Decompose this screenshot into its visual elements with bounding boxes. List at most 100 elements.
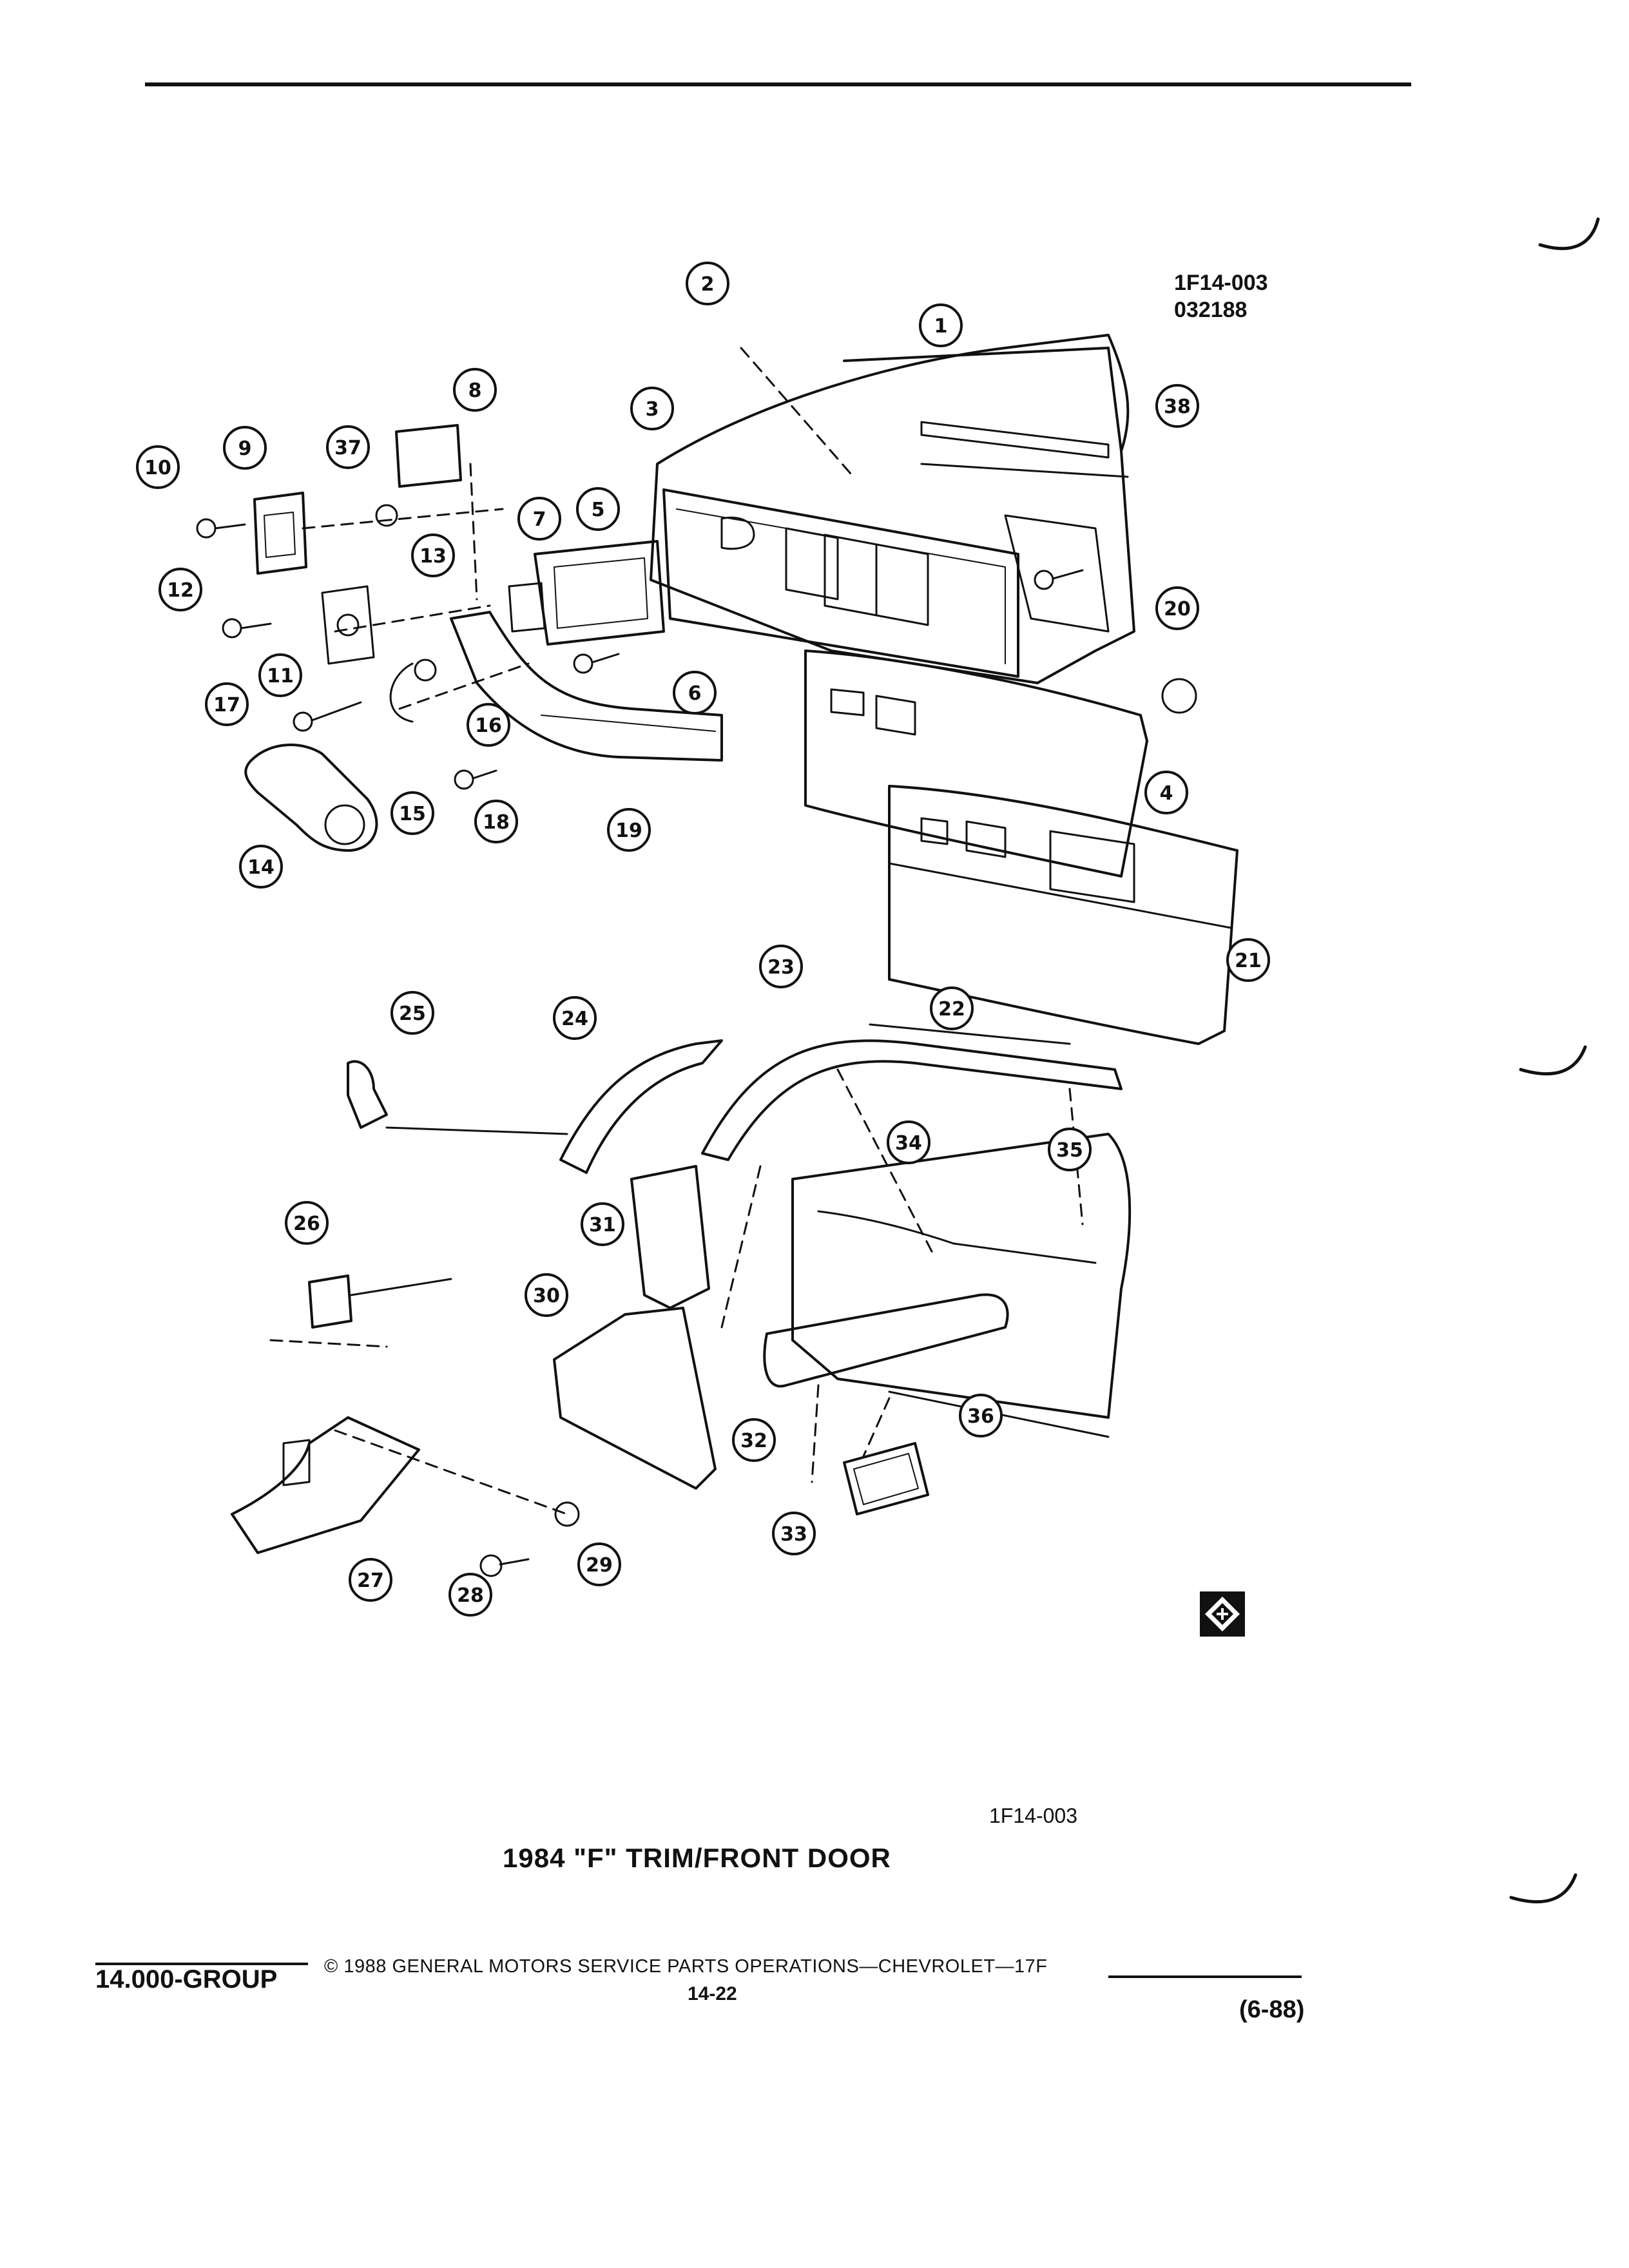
svg-text:13: 13 [419,545,447,568]
callout-15: 15 [390,791,434,835]
page-curl-marks-icon [1509,217,1600,1903]
svg-text:33: 33 [780,1523,807,1546]
callout-28: 28 [448,1573,492,1617]
callout-4: 4 [1144,771,1188,814]
trim-panel-4 [804,649,1148,878]
callout-25: 25 [390,991,434,1035]
door-frame-lower [791,1133,1132,1419]
svg-text:36: 36 [967,1405,994,1428]
footer-copyright: © 1988 GENERAL MOTORS SERVICE PARTS OPER… [324,1956,1048,1977]
callout-14: 14 [239,845,283,889]
svg-text:9: 9 [238,437,252,460]
svg-text:15: 15 [399,803,426,825]
svg-text:5: 5 [592,499,605,521]
callout-16: 16 [467,703,510,747]
figure-caption-id: 1F14-003 [989,1804,1077,1827]
escutcheon [321,585,375,665]
callout-36: 36 [959,1394,1003,1437]
svg-text:6: 6 [688,682,702,705]
svg-text:14: 14 [247,856,275,879]
callout-33: 33 [772,1512,816,1555]
power-window-switch [508,582,546,633]
coat-hook-bracket [347,1060,388,1129]
svg-text:32: 32 [740,1430,767,1452]
pillar-trim-31 [630,1165,710,1309]
callout-8: 8 [453,368,497,412]
svg-text:27: 27 [357,1570,384,1592]
figure-date-code: 032188 [1174,298,1248,322]
weatherstrip [920,421,1110,459]
callout-17: 17 [205,682,249,726]
svg-text:4: 4 [1160,782,1173,805]
svg-text:34: 34 [895,1132,922,1155]
callout-34: 34 [887,1120,930,1164]
door-belt-line [920,463,1129,478]
svg-text:26: 26 [293,1213,320,1235]
callout-31: 31 [581,1202,624,1246]
switch-bezel [253,492,307,575]
svg-text:37: 37 [334,437,361,459]
callout-10: 10 [136,445,180,489]
svg-text:17: 17 [213,694,240,716]
callout-29: 29 [577,1542,621,1586]
svg-text:8: 8 [468,380,482,402]
gasket [395,424,462,488]
svg-text:11: 11 [267,665,294,687]
gm-spo-diamond-logo-icon [1200,1591,1245,1637]
footer-rule-left [95,1963,308,1965]
callout-9: 9 [223,426,267,470]
callout-21: 21 [1226,938,1270,982]
callout-19: 19 [607,808,651,852]
footer-group-label: 14.000-GROUP [95,1965,278,1994]
callout-30: 30 [525,1273,568,1317]
callout-38: 38 [1155,384,1199,428]
door-window-sash [843,347,1123,452]
door-inner-panel [662,488,1019,678]
svg-text:31: 31 [589,1214,616,1236]
svg-text:7: 7 [533,508,546,531]
footer-revision-date: (6-88) [1239,1996,1305,2023]
svg-text:16: 16 [475,715,502,737]
callout-23: 23 [759,945,803,988]
callout-11: 11 [258,653,302,697]
callout-32: 32 [732,1418,776,1462]
svg-text:18: 18 [483,811,510,834]
svg-text:12: 12 [167,579,194,602]
svg-text:24: 24 [561,1008,588,1030]
callout-13: 13 [411,533,455,577]
callout-24: 24 [553,996,597,1040]
hood-release-handle [308,1274,352,1329]
callout-18: 18 [474,800,518,843]
kick-panel [231,1416,420,1554]
door-frame-upper [650,334,1135,684]
callout-12: 12 [159,568,202,611]
sun-visor [763,1293,1009,1388]
svg-text:22: 22 [938,998,965,1021]
footer-rule-right [1108,1975,1302,1978]
callout-6: 6 [673,671,717,715]
callout-22: 22 [930,986,974,1030]
svg-text:21: 21 [1235,950,1262,972]
windshield-pillar-molding [559,1039,723,1174]
callout-5: 5 [576,487,620,531]
svg-text:29: 29 [586,1554,613,1577]
pillar-trim-30 [553,1307,717,1490]
callout-35: 35 [1048,1128,1092,1171]
svg-text:35: 35 [1056,1139,1083,1162]
svg-text:19: 19 [615,820,642,842]
svg-text:38: 38 [1164,396,1191,418]
lock-bezel [534,540,665,646]
callout-3: 3 [630,387,674,430]
callout-2: 2 [686,262,729,305]
armrest [450,611,723,762]
callout-20: 20 [1155,586,1199,630]
svg-text:23: 23 [767,956,795,979]
svg-text:25: 25 [399,1003,426,1025]
svg-text:10: 10 [144,457,171,479]
roof-rail-molding [701,1039,1123,1161]
vanity-mirror [843,1442,929,1515]
window-crank-handle [244,744,378,852]
trim-panel-21 [888,785,1239,1045]
